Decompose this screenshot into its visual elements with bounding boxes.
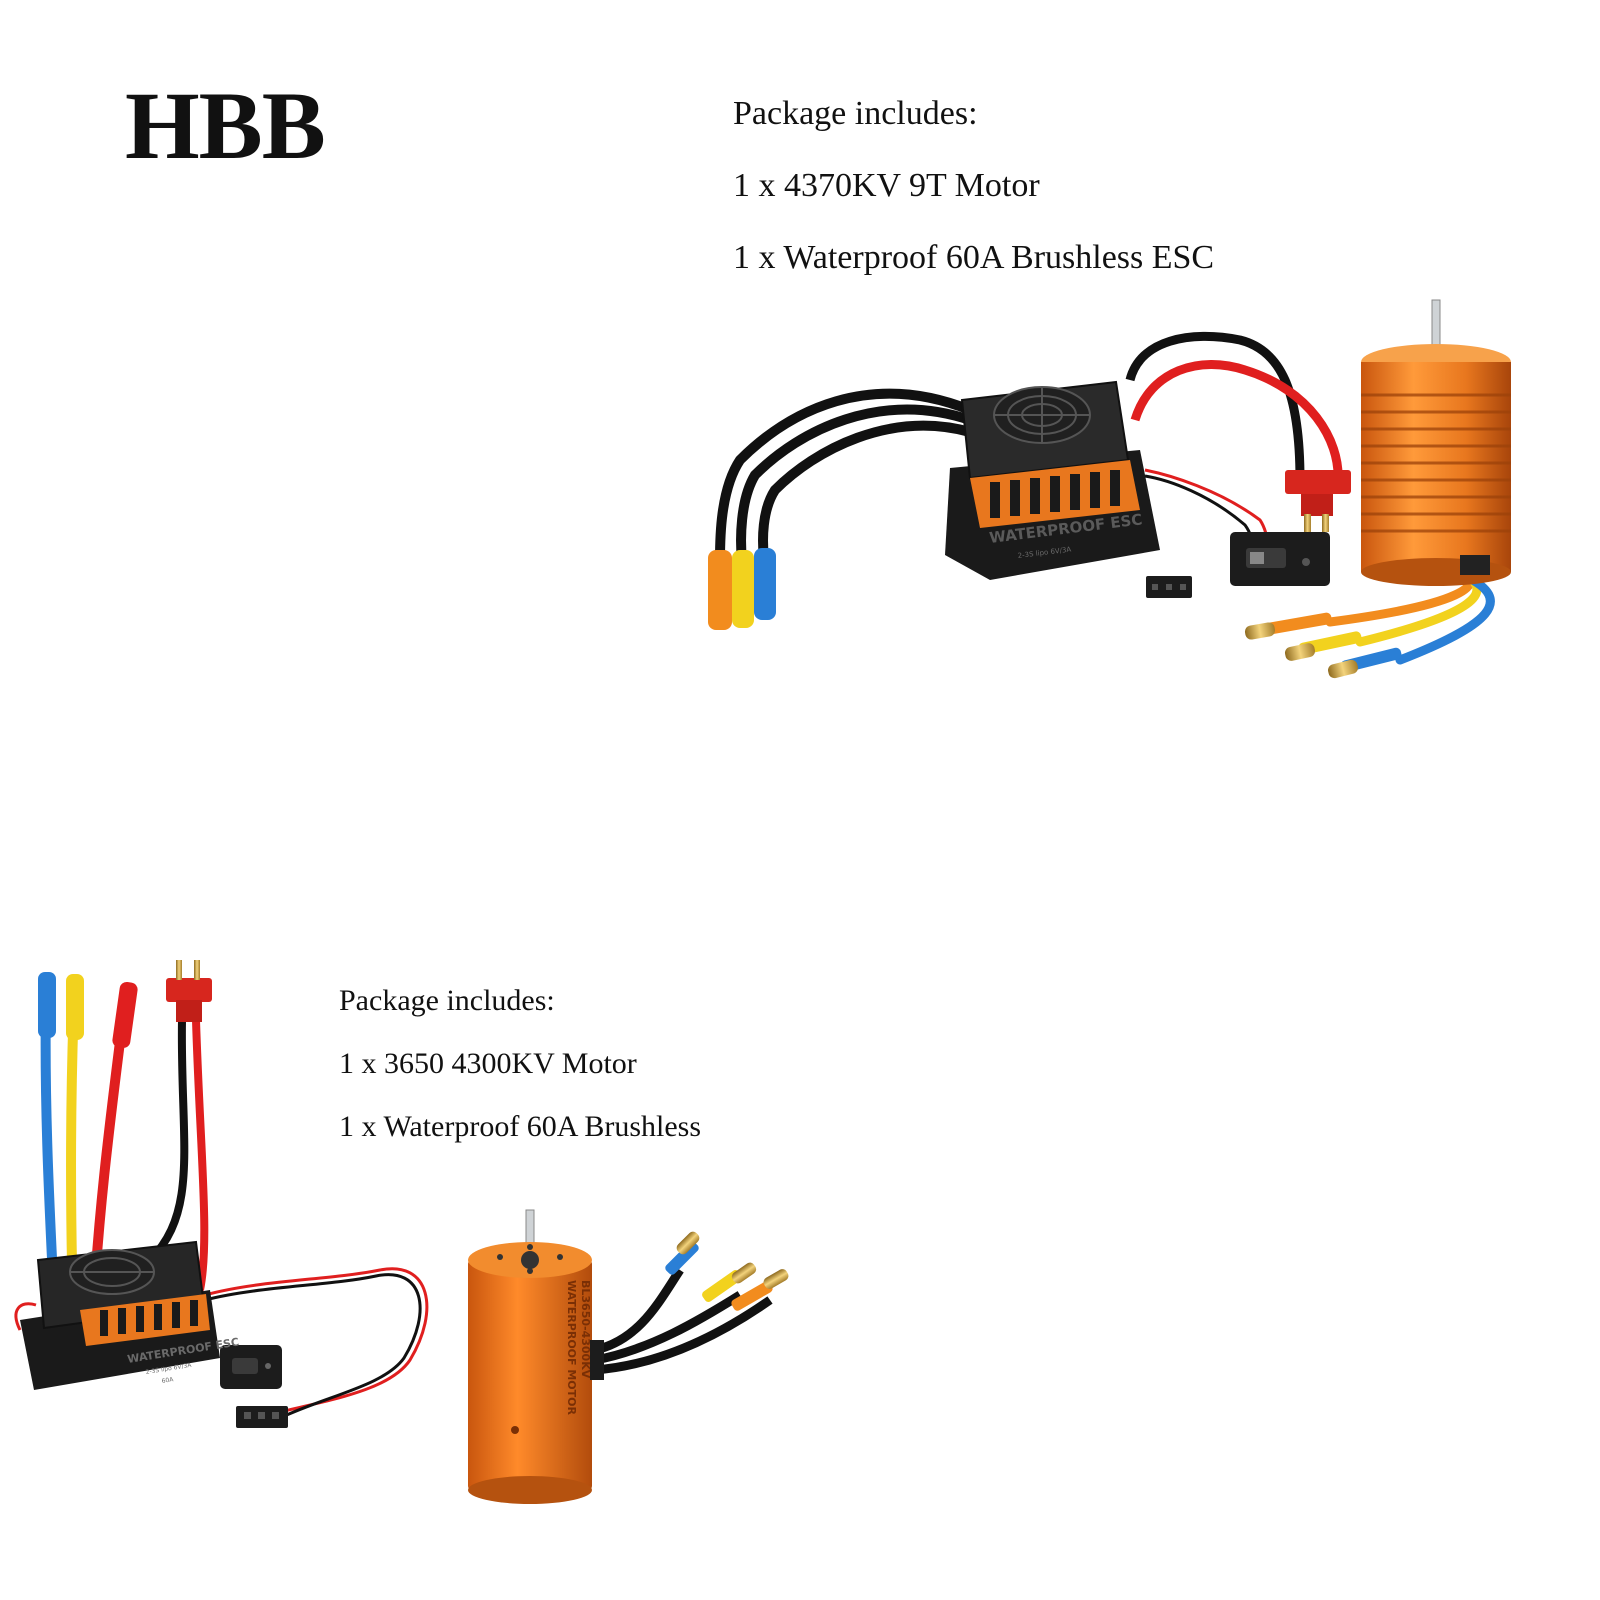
fan-grille-icon	[993, 386, 1091, 444]
esc-2-amp: 60A	[161, 1376, 175, 1385]
package-1-item-motor: 1 x 4370KV 9T Motor	[733, 167, 1040, 204]
esc-1: WATERPROOF ESC 2-3S lipo 6V/3A	[945, 380, 1160, 580]
bullet-connector-icon	[1244, 612, 1402, 679]
fan-grille-icon	[69, 1249, 155, 1295]
power-switch-icon	[220, 1345, 282, 1389]
servo-plug-icon	[236, 1406, 288, 1428]
motor-2: WATERPROOF MOTOR BL3650-4300KV	[468, 1209, 604, 1504]
esc-1-motor-wires	[708, 388, 972, 630]
brand-logo: HBB	[125, 72, 326, 179]
package-1-product-image: WATERPROOF ESC 2-3S lipo 6V/3A	[708, 299, 1511, 679]
motor-2-label-1: WATERPROOF MOTOR	[565, 1280, 578, 1416]
esc-2: WATERPROOF ESC 2-3S lipo 6V/3A 60A	[20, 1240, 240, 1390]
bullet-connector-icon	[676, 1231, 789, 1289]
package-2-heading: Package includes:	[339, 984, 555, 1017]
servo-plug-icon	[1146, 576, 1192, 598]
motor-1	[1361, 299, 1511, 586]
motor-2-label-2: BL3650-4300KV	[579, 1280, 592, 1379]
package-2-item-motor: 1 x 3650 4300KV Motor	[339, 1047, 637, 1080]
power-switch-icon	[1230, 532, 1330, 586]
package-2-product-image: WATERPROOF ESC 2-3S lipo 6V/3A 60A WATER…	[14, 960, 789, 1504]
deans-connector-icon	[1285, 470, 1351, 532]
package-1-description: Package includes: 1 x 4370KV 9T Motor 1 …	[733, 97, 1214, 275]
package-2-description: Package includes: 1 x 3650 4300KV Motor …	[339, 986, 701, 1142]
motor-2-wires	[593, 1241, 773, 1375]
package-1-item-esc: 1 x Waterproof 60A Brushless ESC	[733, 239, 1215, 276]
deans-connector-icon	[166, 960, 212, 1022]
esc-2-receiver-wire	[14, 1267, 429, 1420]
package-2-item-esc: 1 x Waterproof 60A Brushless	[339, 1110, 701, 1143]
package-1-heading: Package includes:	[733, 95, 978, 132]
esc-2-power-wires	[147, 1019, 209, 1291]
